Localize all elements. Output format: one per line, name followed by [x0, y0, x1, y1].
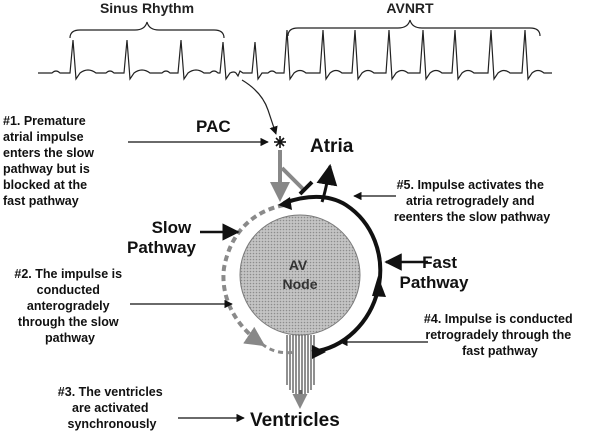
- atria-activation-arrow: [316, 163, 338, 203]
- annotation-line: synchronously: [68, 417, 157, 431]
- avnrt-label: AVNRT: [386, 0, 434, 16]
- fast-pathway-arrowhead-upper: [372, 276, 386, 297]
- annotation-step1: #1. Premature atrial impulse enters the …: [3, 114, 97, 208]
- av-node-circle: [239, 214, 361, 336]
- annotation-line: pathway: [45, 331, 95, 345]
- fast-pathway-label-line: Pathway: [400, 273, 470, 292]
- fast-pathway-arrowhead-top: [278, 197, 292, 210]
- fast-pathway-entry: [280, 166, 306, 192]
- ecg-strip: Sinus Rhythm AVNRT: [38, 0, 552, 81]
- annotation-line: #3. The ventricles: [58, 385, 163, 399]
- atria-label: Atria: [310, 136, 354, 157]
- annotation-line: fast pathway: [462, 344, 538, 358]
- av-node-label-line: AV: [289, 257, 308, 273]
- annotation-line: reenters the slow pathway: [394, 210, 550, 224]
- annotation-step5: #5. Impulse activates the atria retrogra…: [394, 178, 550, 224]
- avnrt-bracket: [287, 19, 541, 37]
- av-node-label-line: Node: [283, 276, 318, 292]
- annotation-line: atrial impulse: [3, 130, 84, 144]
- his-bundle-fibers: [286, 335, 315, 396]
- annotation-line: enters the slow: [3, 146, 94, 160]
- slow-pathway-arc: [221, 203, 285, 347]
- annotation-line: atria retrogradely and: [406, 194, 535, 208]
- annotation-line: #4. Impulse is conducted: [424, 312, 573, 326]
- ventricles-label: Ventricles: [250, 410, 340, 431]
- pac-star-icon: [274, 136, 286, 148]
- slow-pathway-tail: [261, 342, 295, 355]
- sinus-rhythm-label: Sinus Rhythm: [100, 0, 194, 16]
- annotation-line: #1. Premature: [3, 114, 86, 128]
- fast-pathway-label-line: Fast: [422, 253, 457, 272]
- slow-pathway-label-line: Slow: [152, 218, 192, 237]
- pac-pointer-arrow: [241, 79, 278, 135]
- fast-pathway-arrowhead-lower: [312, 345, 326, 359]
- fast-pathway-block-bar: [298, 180, 314, 196]
- annotation-line: pathway but is: [3, 162, 90, 176]
- annotation-step2: #2. The impulse is conducted anterograde…: [14, 267, 125, 345]
- annotation-step4: #4. Impulse is conducted retrogradely th…: [424, 312, 576, 358]
- annotation-line: #5. Impulse activates the: [397, 178, 544, 192]
- annotation-line: retrogradely through the: [425, 328, 571, 342]
- annotation-step3: #3. The ventricles are activated synchro…: [58, 385, 166, 431]
- annotation-line: blocked at the: [3, 178, 87, 192]
- fast-pathway-label: Fast Pathway: [400, 253, 470, 292]
- slow-pathway-label-line: Pathway: [127, 238, 197, 257]
- annotation-line: are activated: [72, 401, 148, 415]
- annotation-line: anterogradely: [27, 299, 110, 313]
- annotation-line: fast pathway: [3, 194, 79, 208]
- annotation-line: through the slow: [18, 315, 119, 329]
- annotation-line: conducted: [37, 283, 100, 297]
- slow-pathway-label: Slow Pathway: [127, 218, 197, 257]
- ecg-trace: [38, 29, 552, 81]
- pac-label: PAC: [196, 117, 231, 136]
- annotation-line: #2. The impulse is: [14, 267, 122, 281]
- av-node-label: AV Node: [283, 257, 318, 292]
- sinus-rhythm-bracket: [69, 21, 225, 39]
